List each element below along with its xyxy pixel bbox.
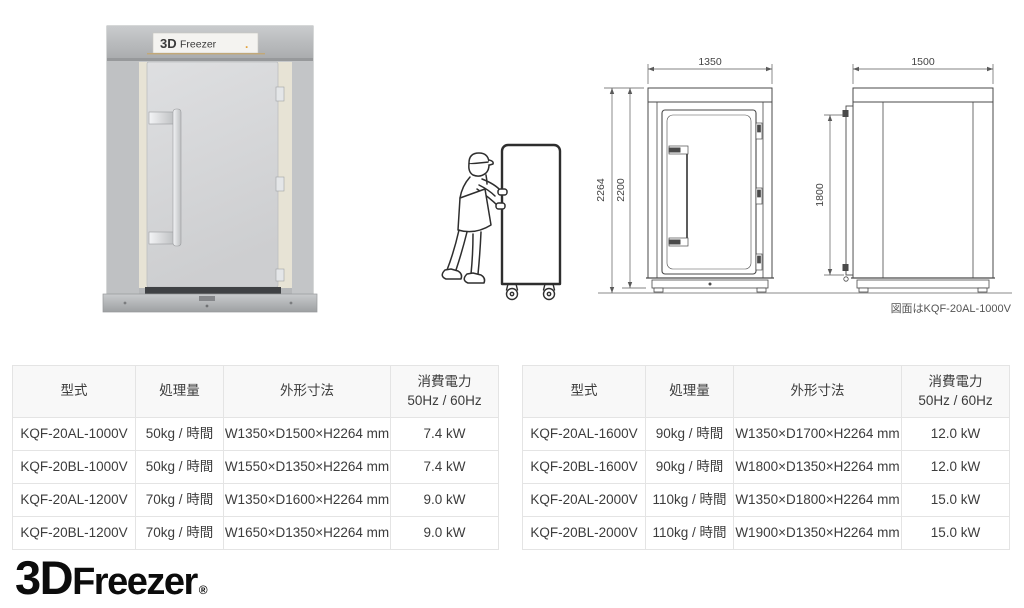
cell-dimensions: W1350×D1500×H2264 mm (223, 417, 391, 451)
cell-model: KQF-20BL-2000V (522, 516, 646, 550)
cell-power: 7.4 kW (390, 417, 499, 451)
cart-casters (505, 283, 556, 301)
door-handle (148, 108, 182, 247)
header-model: 型式 (12, 365, 136, 418)
registered-trademark-icon: ® (198, 583, 208, 597)
door-frame-left (139, 62, 147, 288)
worker-front-shoe (463, 272, 486, 284)
side-width-dimension-label: 1500 (911, 56, 935, 68)
drawing-caption: 図面はKQF-20AL-1000V (891, 302, 1012, 315)
cell-capacity: 70kg / 時間 (135, 483, 224, 517)
worker-apron (457, 188, 492, 233)
nameplate-name: Freezer (180, 39, 217, 51)
table-row: KQF-20AL-1200V 70kg / 時間 W1350×D1600×H22… (12, 483, 499, 517)
header-power-line1: 消費電力 (417, 374, 472, 390)
side-door-height-dimension-label: 1800 (814, 183, 826, 207)
front-door-hinges (755, 122, 763, 271)
cell-dimensions: W1550×D1350×H2264 mm (223, 450, 391, 484)
cell-model: KQF-20AL-1600V (522, 417, 646, 451)
table-row: KQF-20AL-1600V 90kg / 時間 W1350×D1700×H22… (522, 417, 1010, 451)
header-power-line2: 50Hz / 60Hz (918, 392, 993, 408)
side-door-edge (845, 105, 854, 276)
spec-table-right: 型式 処理量 外形寸法 消費電力 50Hz / 60Hz KQF-20AL-16… (522, 365, 1010, 550)
table-row: KQF-20BL-1600V 90kg / 時間 W1800×D1350×H22… (522, 450, 1010, 484)
cell-capacity: 110kg / 時間 (645, 483, 734, 517)
cell-model: KQF-20AL-1200V (12, 483, 136, 517)
table-header-row: 型式 処理量 外形寸法 消費電力 50Hz / 60Hz (12, 365, 499, 418)
freezer-product-photo: 3D Freezer . (102, 25, 318, 313)
freezer-kick-strip (145, 287, 281, 294)
cell-model: KQF-20BL-1600V (522, 450, 646, 484)
front-dimensions (604, 64, 773, 293)
cell-capacity: 90kg / 時間 (645, 417, 734, 451)
header-dimensions: 外形寸法 (733, 365, 902, 418)
front-door-handle (668, 145, 689, 247)
header-capacity: 処理量 (135, 365, 224, 418)
table-row: KQF-20BL-1200V 70kg / 時間 W1650×D1350×H22… (12, 516, 499, 550)
side-base (851, 277, 995, 293)
cell-capacity: 110kg / 時間 (645, 516, 734, 550)
nameplate-prefix: 3D (160, 36, 177, 51)
cell-capacity: 70kg / 時間 (135, 516, 224, 550)
cell-dimensions: W1350×D1700×H2264 mm (733, 417, 902, 451)
freezer-base (102, 293, 318, 313)
side-dimensions (824, 64, 994, 276)
cell-power: 7.4 kW (390, 450, 499, 484)
cell-dimensions: W1350×D1800×H2264 mm (733, 483, 902, 517)
cell-model: KQF-20AL-2000V (522, 483, 646, 517)
header-capacity: 処理量 (645, 365, 734, 418)
cell-model: KQF-20BL-1000V (12, 450, 136, 484)
cell-capacity: 50kg / 時間 (135, 417, 224, 451)
brand-logo-prefix: 3D (15, 551, 74, 604)
table-row: KQF-20BL-1000V 50kg / 時間 W1550×D1350×H22… (12, 450, 499, 484)
dimension-drawing: 1350 2264 2200 1500 1800 図面はKQF-20AL-100… (595, 56, 1012, 315)
worker-back-shoe (441, 268, 463, 280)
cell-power: 12.0 kW (901, 450, 1010, 484)
table-header-row: 型式 処理量 外形寸法 消費電力 50Hz / 60Hz (522, 365, 1010, 418)
cell-dimensions: W1650×D1350×H2264 mm (223, 516, 391, 550)
cell-dimensions: W1900×D1350×H2264 mm (733, 516, 902, 550)
side-view-drawing (842, 87, 995, 293)
table-row: KQF-20AL-2000V 110kg / 時間 W1350×D1800×H2… (522, 483, 1010, 517)
header-power-line1: 消費電力 (928, 374, 983, 390)
spec-table-left: 型式 処理量 外形寸法 消費電力 50Hz / 60Hz KQF-20AL-10… (12, 365, 499, 550)
rack-cart (500, 143, 562, 301)
door-hinges (275, 86, 285, 282)
freezer-nameplate: 3D Freezer . (147, 32, 265, 55)
front-total-height-dimension-label: 2264 (595, 178, 607, 202)
brand-logo: 3DFreezer® (15, 554, 208, 601)
table-row: KQF-20BL-2000V 110kg / 時間 W1900×D1350×H2… (522, 516, 1010, 550)
table-row: KQF-20AL-1000V 50kg / 時間 W1350×D1500×H22… (12, 417, 499, 451)
cell-power: 12.0 kW (901, 417, 1010, 451)
freezer-cabinet: 3D Freezer . (102, 25, 318, 313)
header-power: 消費電力 50Hz / 60Hz (901, 365, 1010, 418)
worker-cap (468, 152, 490, 165)
front-base (646, 277, 774, 293)
front-view-drawing (646, 87, 774, 293)
worker-cart-illustration (441, 143, 562, 301)
front-cabinet-height-dimension-label: 2200 (615, 178, 627, 202)
cell-power: 15.0 kW (901, 516, 1010, 550)
cell-power: 15.0 kW (901, 483, 1010, 517)
cell-model: KQF-20BL-1200V (12, 516, 136, 550)
cell-model: KQF-20AL-1000V (12, 417, 136, 451)
header-power: 消費電力 50Hz / 60Hz (390, 365, 499, 418)
cell-power: 9.0 kW (390, 483, 499, 517)
header-dimensions: 外形寸法 (223, 365, 391, 418)
worker-figure (441, 152, 508, 284)
cell-capacity: 50kg / 時間 (135, 450, 224, 484)
freezer-door (146, 61, 279, 288)
header-power-line2: 50Hz / 60Hz (407, 392, 482, 408)
cell-dimensions: W1350×D1600×H2264 mm (223, 483, 391, 517)
cell-power: 9.0 kW (390, 516, 499, 550)
front-width-dimension-label: 1350 (698, 56, 722, 68)
door-frame-right (278, 62, 292, 288)
cell-capacity: 90kg / 時間 (645, 450, 734, 484)
nameplate-dot: . (245, 37, 248, 51)
brand-logo-name: Freezer (72, 561, 198, 603)
cell-dimensions: W1800×D1350×H2264 mm (733, 450, 902, 484)
header-model: 型式 (522, 365, 646, 418)
